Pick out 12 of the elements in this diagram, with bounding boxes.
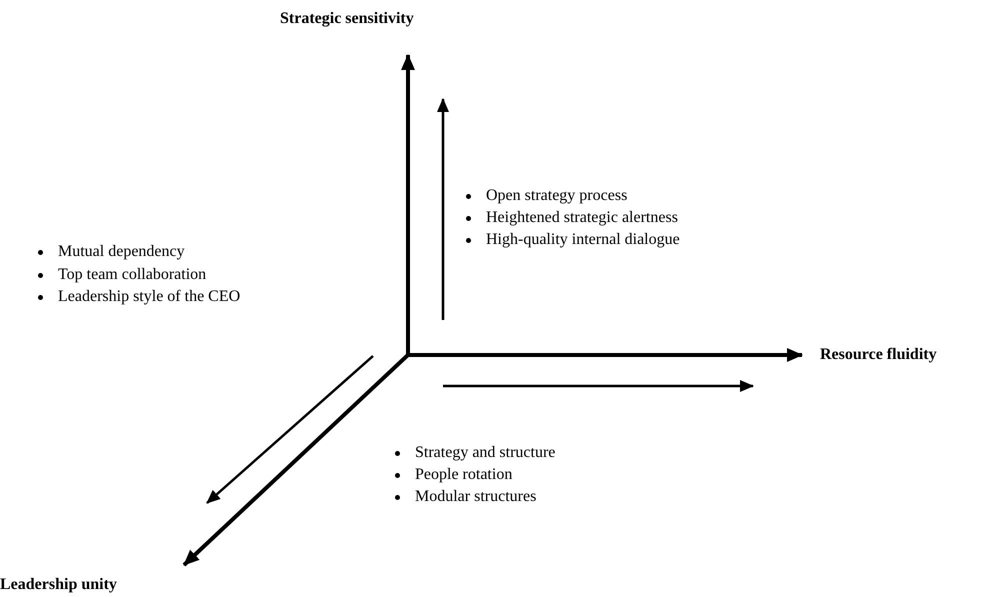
axis-label: Leadership unity — [0, 575, 117, 595]
list-item: High-quality internal dialogue — [486, 230, 680, 250]
axis-label: Resource fluidity — [820, 345, 937, 365]
list-item: Modular structures — [415, 487, 536, 507]
list-item: Strategy and structure — [415, 443, 556, 463]
list-item: Leadership style of the CEO — [58, 287, 240, 307]
list-item: People rotation — [415, 465, 512, 485]
list-item: Top team collaboration — [58, 265, 206, 285]
list-item: Open strategy process — [486, 186, 628, 206]
list-item: Mutual dependency — [58, 242, 185, 262]
axis-label: Strategic sensitivity — [280, 9, 414, 29]
list-item: Heightened strategic alertness — [486, 208, 678, 228]
